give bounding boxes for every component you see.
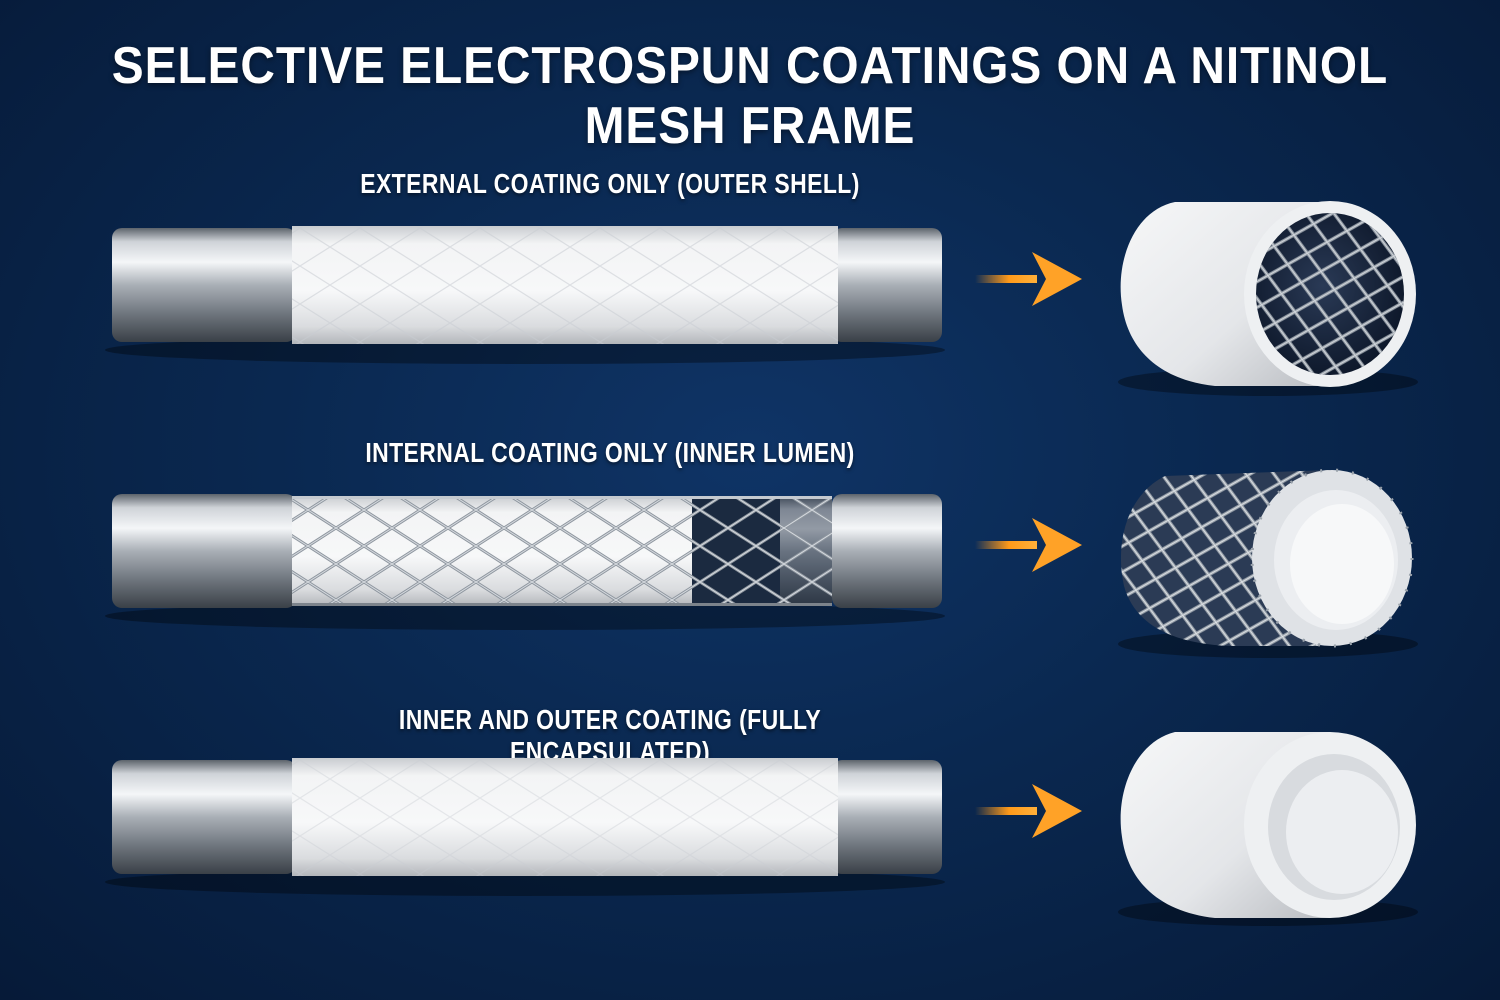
row-external-graphic	[105, 201, 1418, 396]
steel-mandrel-left	[112, 228, 296, 342]
row-internal-graphic	[105, 468, 1418, 658]
row-label-internal: INTERNAL COATING ONLY (INNER LUMEN)	[365, 437, 855, 468]
tube-result-external	[1118, 201, 1418, 396]
tube-result-internal	[1118, 468, 1418, 658]
tube-result-full	[1118, 732, 1418, 926]
steel-mandrel-right	[832, 228, 942, 342]
row-full-graphic	[105, 732, 1418, 926]
steel-mandrel-left	[112, 494, 296, 608]
steel-mandrel-right	[832, 494, 942, 608]
row-label-external: EXTERNAL COATING ONLY (OUTER SHELL)	[360, 168, 860, 199]
mesh-pattern-visible	[292, 226, 838, 344]
steel-mandrel-right	[832, 760, 942, 874]
rod-shadow	[105, 602, 945, 630]
nitinol-mesh	[292, 496, 832, 606]
arrow-right-icon	[975, 252, 1082, 306]
page-title: SELECTIVE ELECTROSPUN COATINGS ON A NITI…	[111, 37, 1389, 155]
arrow-right-icon	[975, 518, 1082, 572]
arrow-right-icon	[975, 784, 1082, 838]
steel-mandrel-left	[112, 760, 296, 874]
